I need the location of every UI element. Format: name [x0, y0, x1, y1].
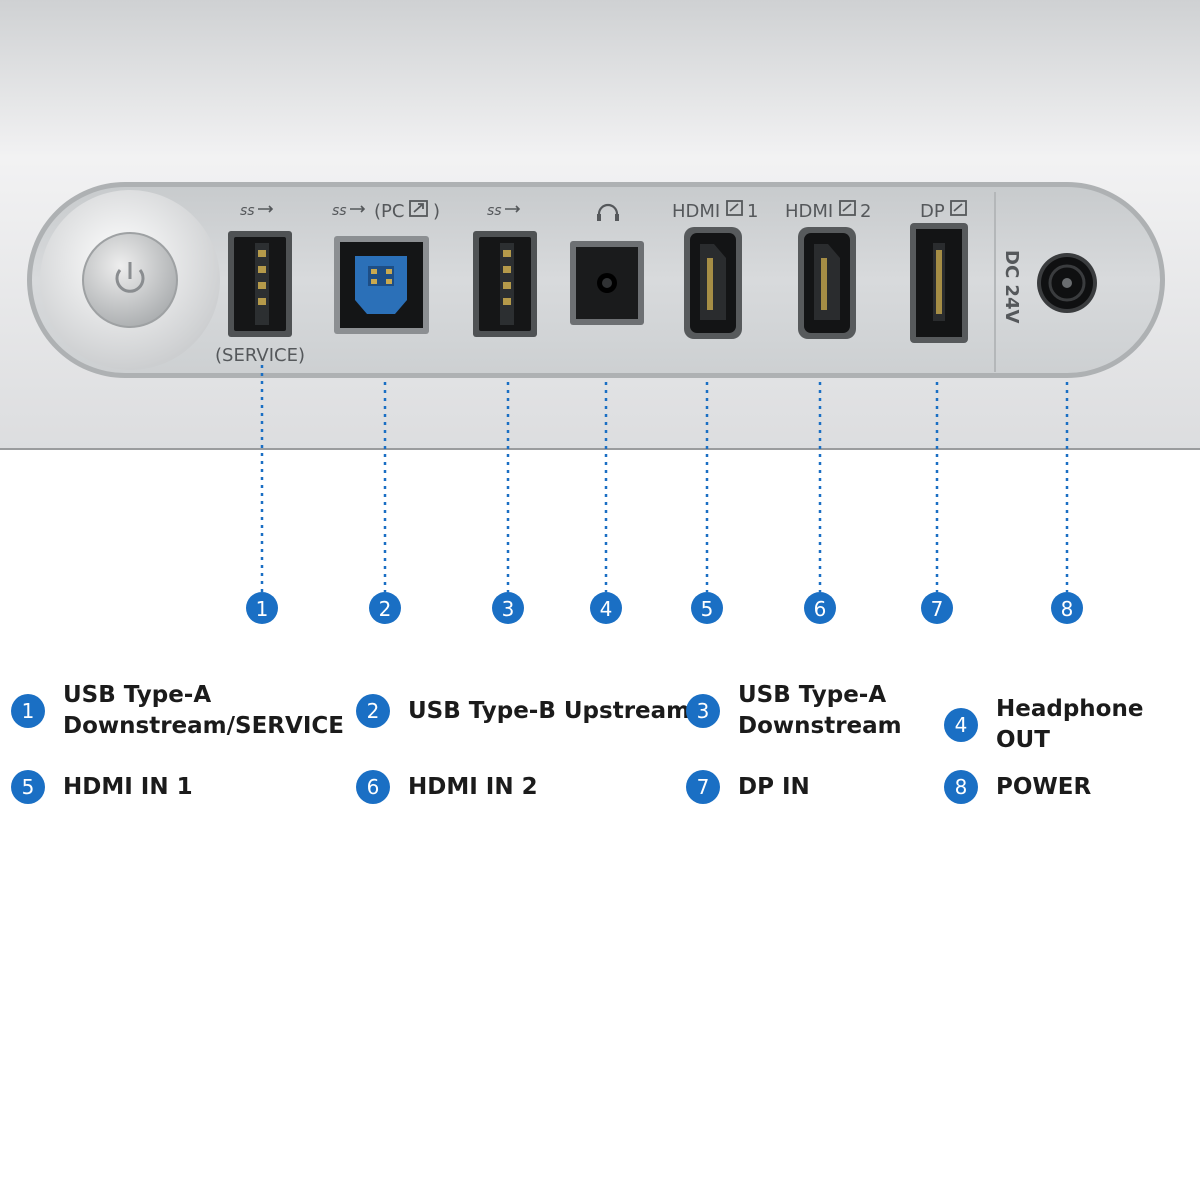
usb-b-port: [334, 236, 429, 334]
legend-item-3: 3 USB Type-A Downstream: [686, 680, 902, 742]
legend-label: DP IN: [738, 773, 810, 800]
svg-text:1: 1: [747, 201, 758, 222]
svg-text:): ): [433, 201, 440, 222]
callouts: 1 2 3 4 5 6 7 8: [246, 365, 1083, 624]
legend-label: USB Type-A Downstream/SERVICE: [63, 682, 344, 739]
legend-number: 1: [11, 694, 45, 728]
legend-label: HDMI IN 1: [63, 773, 193, 800]
callout-6: 6: [804, 592, 836, 624]
dp-label: DP: [920, 201, 945, 222]
callout-1: 1: [246, 592, 278, 624]
svg-text:ss: ss: [332, 203, 347, 219]
hdmi2-port: [798, 227, 856, 339]
svg-text:3: 3: [502, 597, 515, 621]
svg-text:5: 5: [701, 597, 714, 621]
svg-text:1: 1: [256, 597, 269, 621]
callout-2: 2: [369, 592, 401, 624]
power-jack: [1037, 253, 1097, 313]
legend-item-6: 6 HDMI IN 2: [356, 770, 538, 804]
legend-number: 3: [686, 694, 720, 728]
legend-number: 7: [686, 770, 720, 804]
legend-label: POWER: [996, 773, 1092, 800]
usb-a-port: [473, 231, 537, 337]
svg-text:ss: ss: [240, 203, 255, 219]
legend-number: 4: [944, 708, 978, 742]
usb-a-service-port: [228, 231, 292, 337]
svg-text:6: 6: [814, 597, 827, 621]
legend-item-8: 8 POWER: [944, 770, 1091, 804]
svg-text:ss: ss: [487, 203, 502, 219]
svg-text:4: 4: [600, 597, 613, 621]
callout-4: 4: [590, 592, 622, 624]
superspeed-icons: ss ss ss: [240, 203, 521, 219]
legend-number: 6: [356, 770, 390, 804]
power-button: [40, 190, 220, 370]
legend-number: 2: [356, 694, 390, 728]
headphone-jack: [570, 241, 644, 325]
legend-item-1: 1 USB Type-A Downstream/SERVICE: [11, 680, 344, 742]
svg-text:2: 2: [860, 201, 871, 222]
legend-label: USB Type-B Upstream: [408, 697, 691, 724]
callout-7: 7: [921, 592, 953, 624]
headphone-icon: [597, 203, 619, 219]
callout-8: 8: [1051, 592, 1083, 624]
legend-label: USB Type-A Downstream: [738, 682, 902, 739]
legend-number: 5: [11, 770, 45, 804]
callout-5: 5: [691, 592, 723, 624]
usb-b-pc-label: (PC: [374, 201, 404, 222]
dp-port: [910, 223, 968, 343]
legend-item-4: 4 Headphone OUT: [944, 694, 1200, 756]
service-label: (SERVICE): [215, 345, 305, 366]
legend-item-2: 2 USB Type-B Upstream: [356, 694, 690, 728]
svg-text:2: 2: [379, 597, 392, 621]
svg-text:8: 8: [1061, 597, 1074, 621]
svg-text:7: 7: [931, 597, 944, 621]
monitor-back-illustration: ss ss ss (PC ) HDMI 1 HDMI 2 DP: [0, 0, 1200, 466]
legend-number: 8: [944, 770, 978, 804]
hdmi2-label: HDMI: [785, 201, 833, 222]
legend-label: Headphone OUT: [996, 696, 1144, 753]
dc-label: DC 24V: [1001, 250, 1022, 323]
hdmi1-port: [684, 227, 742, 339]
legend-label: HDMI IN 2: [408, 773, 538, 800]
legend-item-7: 7 DP IN: [686, 770, 810, 804]
hdmi1-label: HDMI: [672, 201, 720, 222]
legend-item-5: 5 HDMI IN 1: [11, 770, 193, 804]
callout-3: 3: [492, 592, 524, 624]
